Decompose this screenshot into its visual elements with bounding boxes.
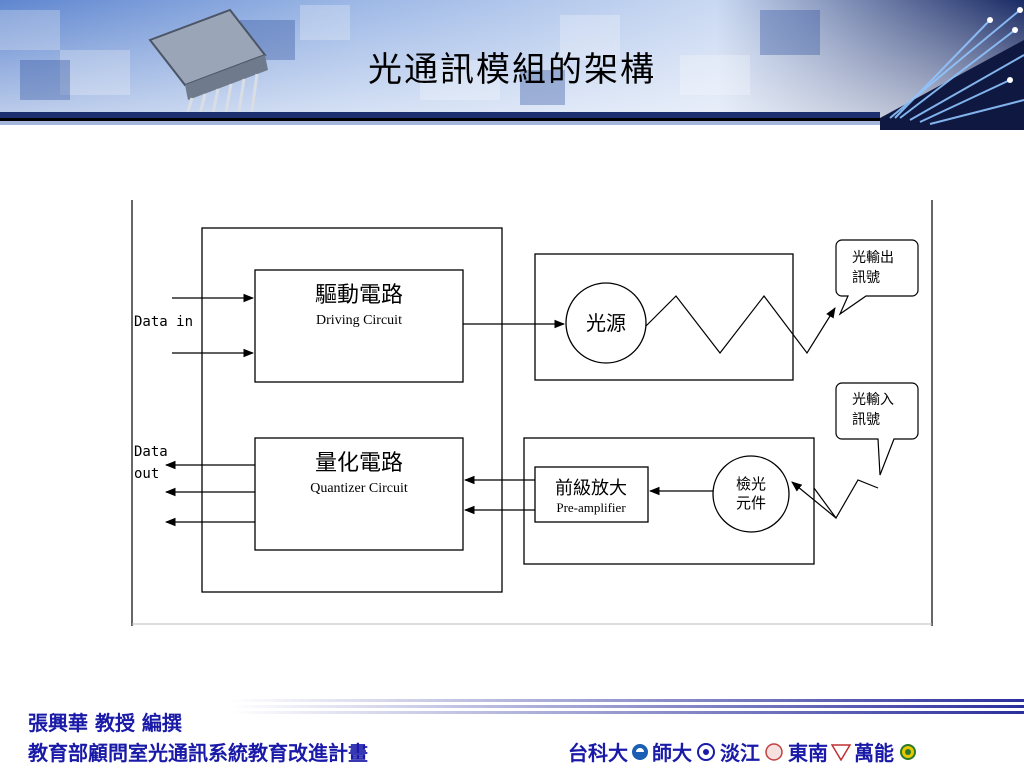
optical-input-wave — [813, 479, 879, 520]
driving-circuit-label-zh: 驅動電路 — [315, 283, 403, 308]
slide-title: 光通訊模組的架構 — [368, 50, 656, 90]
transmitter-optics-box — [534, 253, 794, 381]
partner-schools: 台科大 師大 淡江 東南 萬能 — [568, 737, 919, 766]
photodetector-label-1: 檢光 — [736, 475, 766, 493]
partner-ntnu: 師大 — [652, 741, 692, 765]
quantizer-circuit-label-zh: 量化電路 — [315, 451, 403, 476]
optical-input-callout-line2: 訊號 — [852, 412, 880, 428]
driving-circuit-label-en: Driving Circuit — [316, 313, 402, 328]
tnu-seal-icon — [765, 742, 783, 761]
data-out-label-1: Data — [134, 444, 168, 460]
optical-output-callout-line2: 訊號 — [852, 270, 880, 286]
pre-amplifier-label-zh: 前級放大 — [555, 478, 627, 499]
ntnu-logo-icon — [632, 743, 648, 760]
quantizer-circuit-label-en: Quantizer Circuit — [310, 481, 408, 496]
pre-amplifier-box — [534, 466, 649, 523]
partner-tnu: 東南 — [788, 741, 828, 765]
driving-circuit-box — [254, 269, 464, 383]
partner-ntust: 台科大 — [568, 741, 628, 765]
light-source-circle — [565, 282, 647, 364]
data-in-label: Data in — [134, 314, 193, 330]
footer-stripes — [230, 699, 1024, 714]
partner-tku: 淡江 — [720, 741, 760, 765]
tnu-triangle-icon — [831, 743, 851, 761]
optical-output-callout-line1: 光輸出 — [852, 250, 894, 266]
optical-output-callout — [835, 239, 919, 316]
program-name: 教育部顧問室光通訊系統教育改進計畫 — [28, 741, 368, 765]
photodetector-circle — [712, 455, 790, 533]
receiver-optics-box — [523, 437, 815, 565]
partner-vnu: 萬能 — [854, 741, 894, 765]
author-credit: 張興華 教授 編撰 — [28, 711, 182, 735]
pre-amplifier-label-en: Pre-amplifier — [556, 500, 626, 515]
optical-input-callout-line1: 光輸入 — [852, 392, 894, 408]
tku-logo-icon — [697, 742, 715, 761]
optical-input-arrow — [791, 481, 837, 519]
quantizer-circuit-box — [254, 437, 464, 551]
data-out-label-2: out — [134, 466, 159, 482]
header-banner — [0, 0, 1024, 130]
optical-output-wave — [645, 295, 836, 355]
electrical-module-box — [201, 227, 503, 593]
optical-input-callout — [835, 382, 919, 476]
vnu-gear-icon — [900, 743, 916, 760]
fiber-optic-illustration — [880, 7, 1024, 130]
optical-module-diagram: 驅動電路 Driving Circuit 量化電路 Quantizer Circ… — [131, 200, 933, 626]
light-source-label: 光源 — [586, 311, 626, 335]
photodetector-label-2: 元件 — [736, 494, 766, 512]
